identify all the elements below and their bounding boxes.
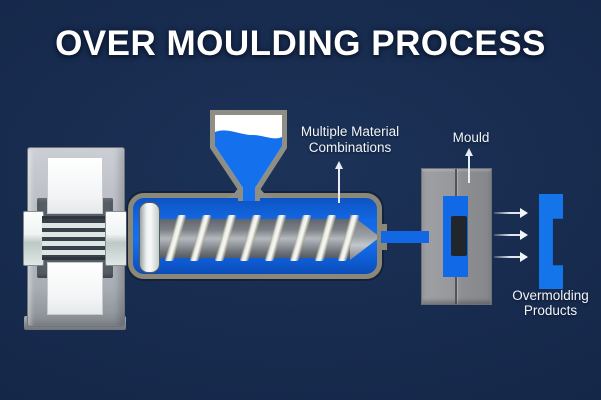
material-label-line2: Combinations <box>308 139 392 155</box>
overmolded-product <box>539 194 563 289</box>
shaft-collar-right <box>105 211 127 266</box>
flow-arrow-right-icon <box>494 230 528 240</box>
products-label-line1: Overmolding <box>512 288 589 303</box>
arrow-line <box>494 256 521 258</box>
hopper <box>210 110 287 201</box>
motor-window-top <box>47 157 103 214</box>
arrow-head <box>520 208 528 218</box>
nozzle-channel <box>381 231 429 243</box>
arrow-line <box>494 234 521 236</box>
hopper-material-fill <box>215 130 282 201</box>
arrow-line <box>494 212 521 214</box>
products-label: Overmolding Products <box>502 288 599 318</box>
material-arrow-up-icon <box>335 161 343 169</box>
page-title: OVER MOULDING PROCESS <box>55 24 546 63</box>
mould-insert <box>451 216 467 256</box>
motor-window-bottom <box>47 262 103 315</box>
hopper-foot-left <box>225 188 238 198</box>
shaft-collar-left <box>23 211 44 266</box>
arrow-head <box>520 252 528 262</box>
products-label-line2: Products <box>523 303 578 318</box>
screw-end-cap <box>139 202 160 273</box>
material-arrow-line <box>338 169 340 203</box>
flow-arrow-right-icon <box>494 208 528 218</box>
mould-arrow-line <box>468 156 470 183</box>
material-label-line1: Multiple Material <box>300 124 400 139</box>
flow-arrow-right-icon <box>494 252 528 262</box>
drive-gear-cylinder <box>42 216 107 260</box>
hopper-foot-right <box>260 188 274 198</box>
material-combinations-label: Multiple Material Combinations <box>290 124 410 155</box>
mould-arrow-up-icon <box>465 148 473 156</box>
mould-label: Mould <box>452 130 490 145</box>
arrow-head <box>520 230 528 240</box>
